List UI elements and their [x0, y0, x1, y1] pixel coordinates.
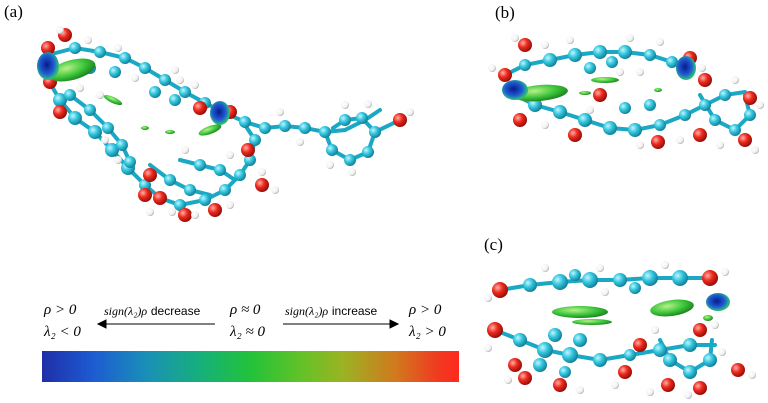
legend-increase-label: sign(λ₂)ρ increase: [285, 303, 377, 320]
legend-left-lambda: λ₂ < 0: [44, 324, 81, 340]
panel-b-atoms: [488, 34, 764, 154]
legend-increase-expr: sign(λ₂)ρ: [285, 304, 329, 318]
legend-decrease-expr: sign(λ₂)ρ: [104, 304, 148, 318]
panel-label-a: (a): [4, 2, 23, 21]
legend-right-rho: ρ > 0: [409, 302, 442, 318]
legend-center-rho: ρ ≈ 0: [230, 302, 261, 318]
legend-arrows: [96, 319, 400, 329]
panel-c-atoms: [484, 261, 756, 399]
color-scale-bar: [42, 351, 459, 382]
panel-a-molecule: [46, 45, 402, 208]
panel-a-atoms: [37, 26, 414, 222]
panel-label-c: (c): [484, 235, 503, 254]
legend-increase-word: increase: [331, 304, 378, 318]
legend-decrease-word: decrease: [150, 304, 201, 318]
panel-label-b: (b): [495, 3, 515, 22]
legend-decrease-label: sign(λ₂)ρ decrease: [104, 303, 200, 320]
legend-right-lambda: λ₂ > 0: [409, 324, 446, 340]
legend-left-rho: ρ > 0: [44, 302, 77, 318]
legend-center-lambda: λ₂ ≈ 0: [230, 324, 265, 340]
